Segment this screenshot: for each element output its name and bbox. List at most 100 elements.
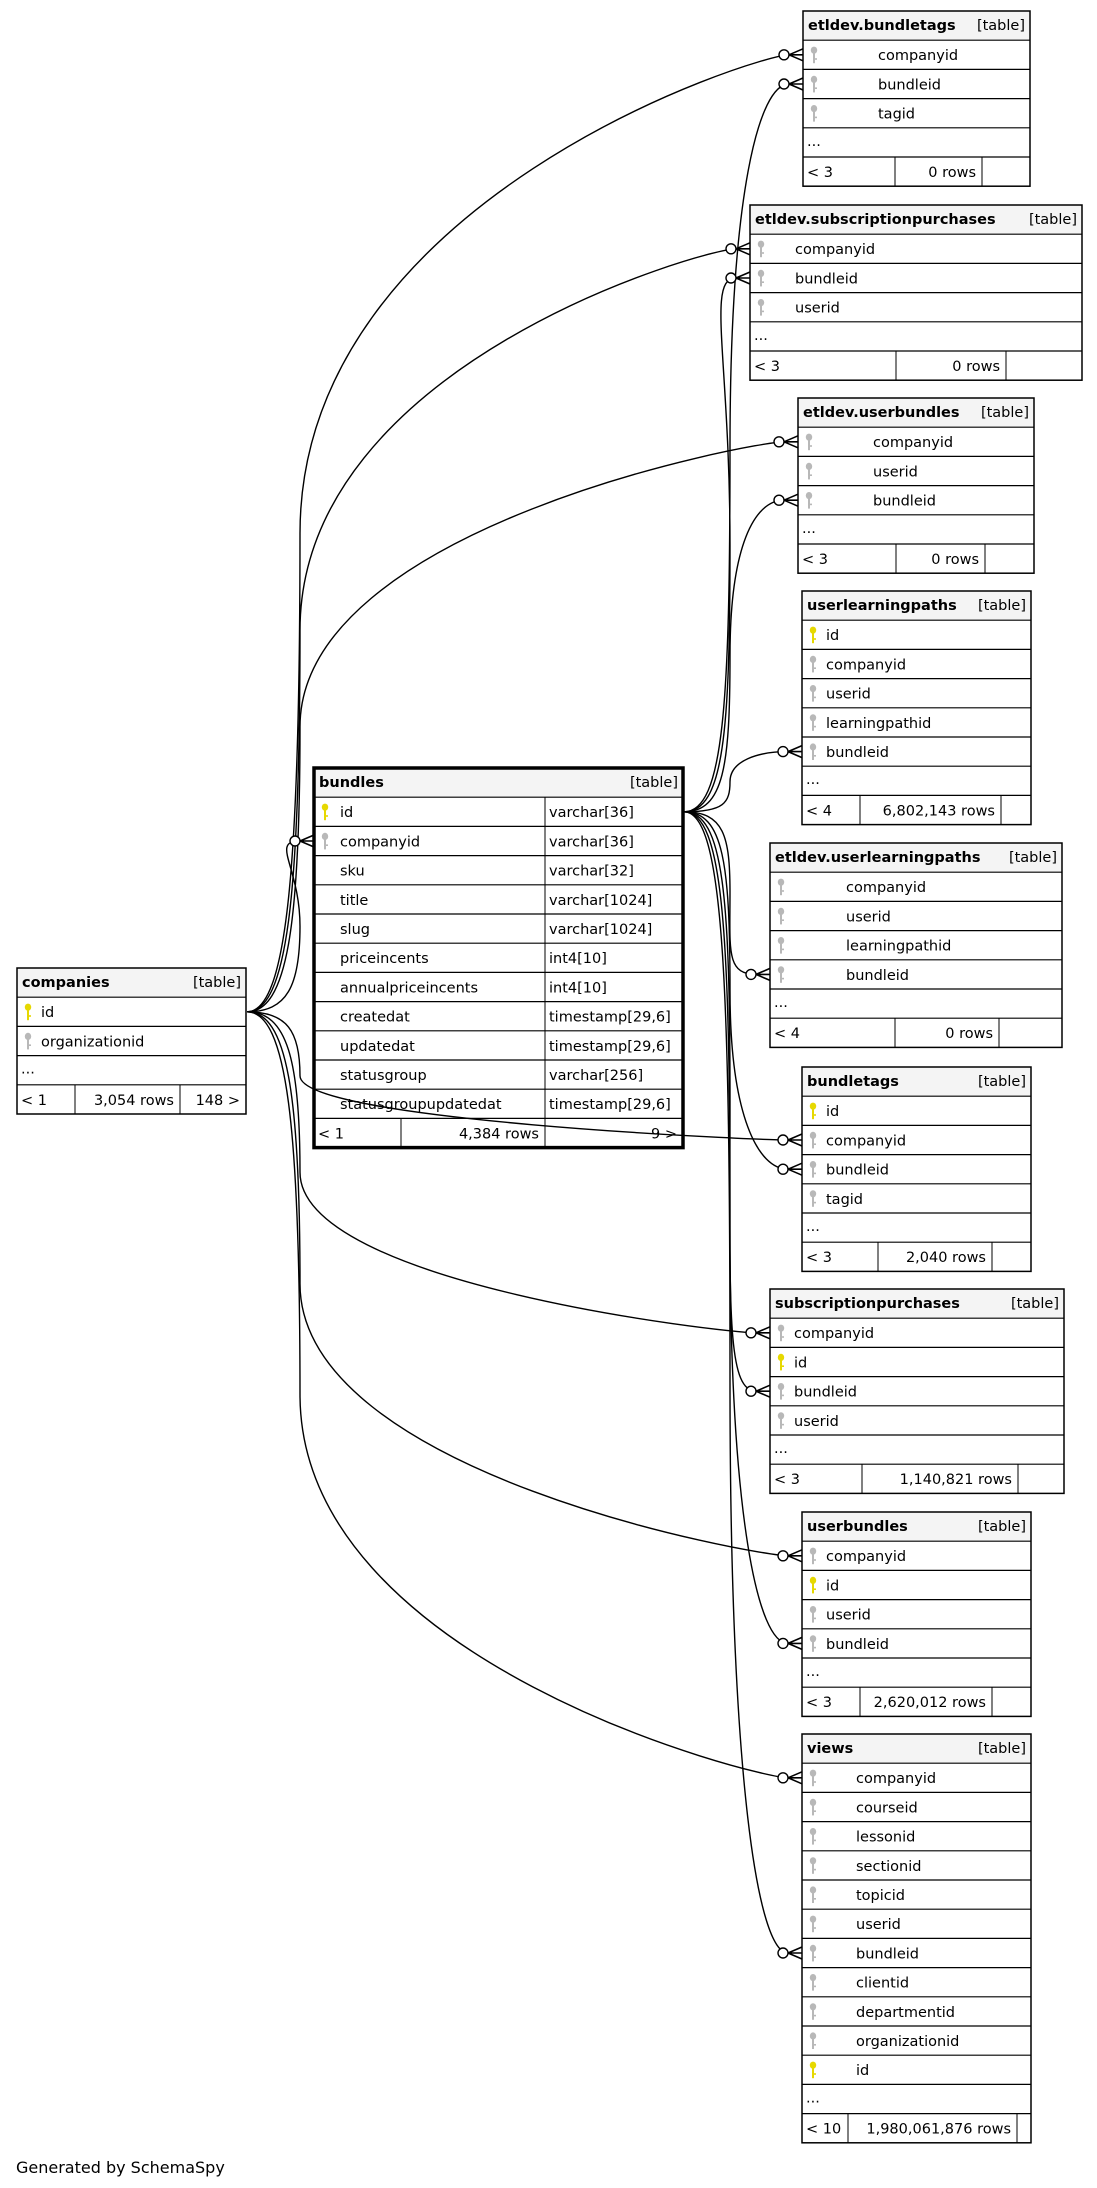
foreign-key-icon xyxy=(809,1915,817,1933)
parents-count[interactable]: < 4 xyxy=(806,803,832,819)
crows-foot-marker xyxy=(787,1771,803,1785)
column-name: learningpathid xyxy=(846,939,951,955)
parents-count[interactable]: < 3 xyxy=(806,1695,832,1711)
table-kind: [table] xyxy=(978,598,1026,614)
crows-foot-marker xyxy=(787,1133,803,1147)
table-kind: [table] xyxy=(1009,850,1057,866)
cardinality-zero-marker xyxy=(725,243,737,255)
crows-foot-marker xyxy=(787,744,803,759)
column-name: tagid xyxy=(826,1192,863,1208)
crows-foot-marker xyxy=(783,493,799,507)
table-subscriptionpurchases_etl[interactable]: etldev.subscriptionpurchases[table]compa… xyxy=(749,204,1083,381)
relationship-edge xyxy=(683,811,803,1651)
table-userlearningpaths_etl[interactable]: etldev.userlearningpaths[table]companyid… xyxy=(769,842,1063,1049)
table-subscriptionpurchases[interactable]: subscriptionpurchases[table]companyididb… xyxy=(769,1288,1065,1495)
table-name: bundletags xyxy=(807,1074,899,1090)
row-count: 4,384 rows xyxy=(459,1126,539,1142)
foreign-key-icon xyxy=(809,1635,817,1652)
foreign-key-icon xyxy=(810,75,818,93)
crows-foot-marker xyxy=(788,48,804,62)
parents-count[interactable]: < 1 xyxy=(21,1093,47,1109)
crows-foot-marker xyxy=(783,435,799,449)
column-name: id xyxy=(826,628,839,644)
parents-count[interactable]: < 3 xyxy=(807,165,833,181)
column-type: timestamp[29,6] xyxy=(549,1010,671,1026)
table-bundletags_etl[interactable]: etldev.bundletags[table]companyidbundlei… xyxy=(802,10,1031,187)
column-name: updatedat xyxy=(340,1039,415,1055)
row-count: 0 rows xyxy=(931,552,979,568)
more-columns-ellipsis: ... xyxy=(807,134,821,150)
column-name: sectionid xyxy=(856,1859,921,1875)
relationship-edge xyxy=(683,811,771,1398)
column-name: statusgroupupdatedat xyxy=(340,1097,502,1113)
relationship-edge xyxy=(246,834,315,1013)
cardinality-zero-marker xyxy=(777,1134,789,1146)
relationship-edge xyxy=(683,77,804,813)
relationship-lines xyxy=(246,48,804,1960)
table-name: subscriptionpurchases xyxy=(775,1296,960,1312)
column-name: bundleid xyxy=(826,745,889,761)
parents-count[interactable]: < 3 xyxy=(802,552,828,568)
column-name: companyid xyxy=(878,48,958,64)
primary-key-icon xyxy=(777,1353,785,1371)
foreign-key-icon xyxy=(809,655,817,673)
foreign-key-icon xyxy=(809,1798,817,1816)
row-count: 1,980,061,876 rows xyxy=(866,2122,1011,2138)
parents-count[interactable]: < 4 xyxy=(774,1026,800,1042)
column-name: companyid xyxy=(826,657,906,673)
more-columns-ellipsis: ... xyxy=(774,995,788,1011)
column-type: varchar[32] xyxy=(549,864,634,880)
table-views[interactable]: views[table]companyidcourseidlessonidsec… xyxy=(801,1733,1032,2144)
cardinality-zero-marker xyxy=(777,1947,789,1959)
column-name: priceincents xyxy=(340,951,429,967)
column-name: title xyxy=(340,893,368,909)
table-userbundles_etl[interactable]: etldev.userbundles[table]companyiduserid… xyxy=(797,397,1035,574)
column-name: userid xyxy=(873,464,918,480)
parents-count[interactable]: < 1 xyxy=(318,1126,344,1142)
table-bundletags[interactable]: bundletags[table]idcompanyidbundleidtagi… xyxy=(801,1066,1032,1273)
parents-count[interactable]: < 3 xyxy=(774,1472,800,1488)
foreign-key-icon xyxy=(809,2032,817,2049)
column-type: int4[10] xyxy=(549,980,607,996)
children-count[interactable]: 9 > xyxy=(651,1126,677,1142)
parents-count[interactable]: < 10 xyxy=(806,2122,841,2138)
row-count: 2,620,012 rows xyxy=(874,1695,986,1711)
more-columns-ellipsis: ... xyxy=(806,2090,820,2106)
column-name: bundleid xyxy=(795,271,858,287)
cardinality-zero-marker xyxy=(777,1550,789,1562)
foreign-key-icon xyxy=(809,1190,817,1207)
column-name: bundleid xyxy=(856,1946,919,1962)
foreign-key-icon xyxy=(809,1944,817,1962)
row-count: 0 rows xyxy=(945,1026,993,1042)
parents-count[interactable]: < 3 xyxy=(806,1250,832,1266)
crows-foot-marker xyxy=(787,1636,803,1651)
cardinality-zero-marker xyxy=(773,494,785,506)
foreign-key-icon xyxy=(805,462,813,480)
column-name: clientid xyxy=(856,1976,909,1992)
crows-foot-marker xyxy=(735,242,751,256)
column-name: lessonid xyxy=(856,1830,915,1846)
relationship-edge xyxy=(683,811,803,1176)
foreign-key-icon xyxy=(809,1547,817,1565)
foreign-key-icon xyxy=(809,1974,817,1991)
column-name: id xyxy=(856,2063,869,2079)
more-columns-ellipsis: ... xyxy=(774,1441,788,1457)
parents-count[interactable]: < 3 xyxy=(754,359,780,375)
column-name: userid xyxy=(795,301,840,317)
foreign-key-icon xyxy=(809,685,817,702)
table-name: userlearningpaths xyxy=(807,598,957,614)
children-count[interactable]: 148 > xyxy=(196,1093,240,1109)
table-userlearningpaths[interactable]: userlearningpaths[table]idcompanyiduseri… xyxy=(801,590,1032,826)
column-name: companyid xyxy=(340,834,420,850)
foreign-key-icon xyxy=(777,1412,785,1429)
crows-foot-marker xyxy=(787,1946,803,1960)
table-kind: [table] xyxy=(981,405,1029,421)
table-userbundles[interactable]: userbundles[table]companyididuseridbundl… xyxy=(801,1511,1032,1718)
cardinality-zero-marker xyxy=(745,1327,757,1339)
primary-key-icon xyxy=(809,626,817,644)
column-name: bundleid xyxy=(878,77,941,93)
row-count: 3,054 rows xyxy=(94,1093,174,1109)
